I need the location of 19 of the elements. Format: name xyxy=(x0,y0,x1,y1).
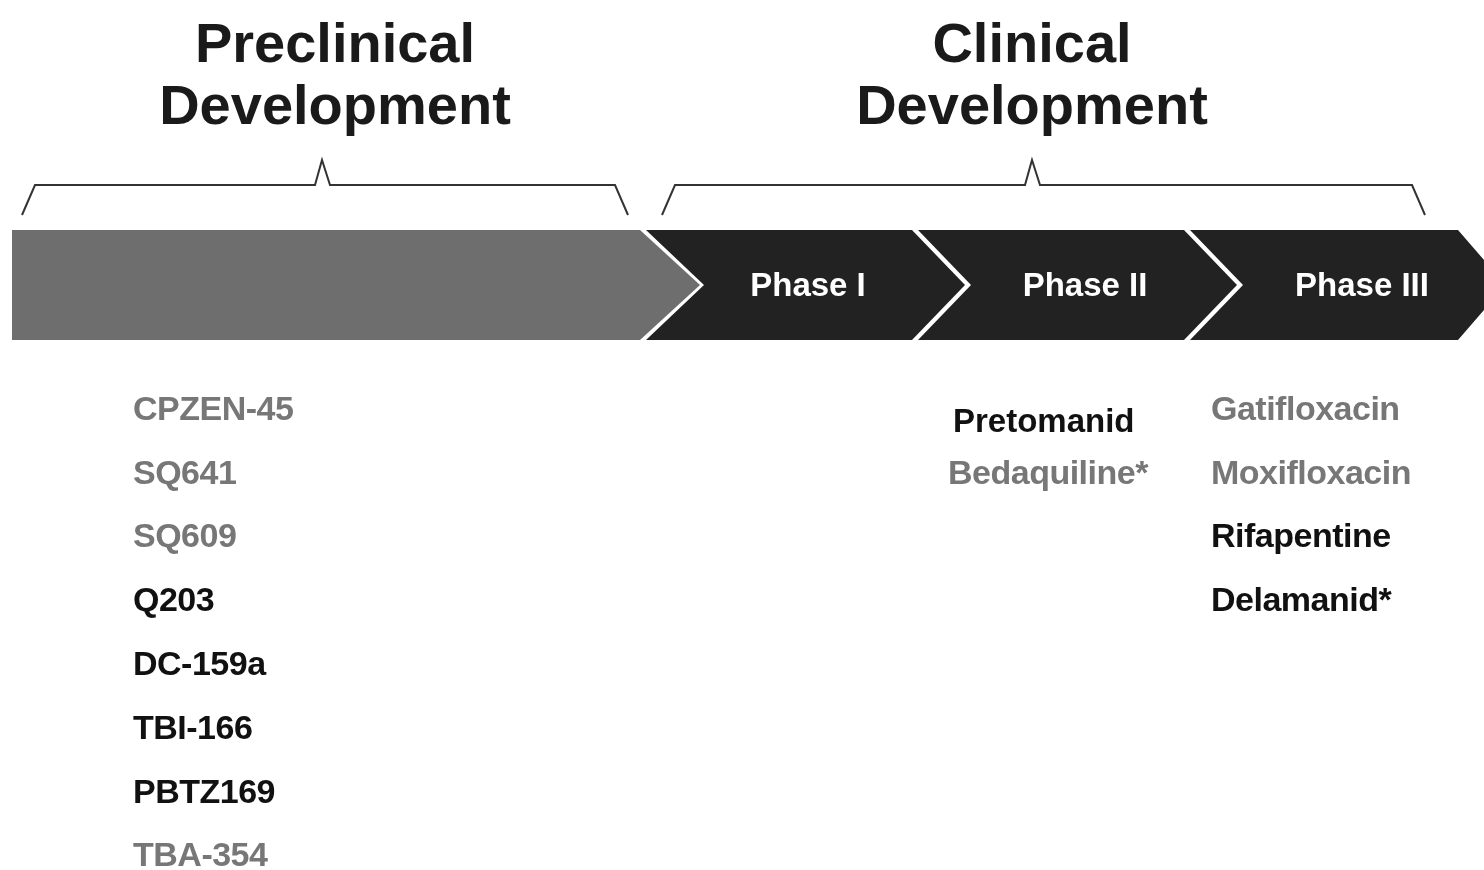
drug-name: Delamanid* xyxy=(1211,579,1392,619)
stage-heading: Preclinical Development xyxy=(158,12,512,136)
drug-name: Rifapentine xyxy=(1211,515,1391,555)
drug-name: PBTZ169 xyxy=(133,771,275,811)
drug-name: SQ609 xyxy=(133,515,237,555)
drug-name: Q203 xyxy=(133,579,215,619)
drug-name: TBA-354 xyxy=(133,834,268,870)
drug-name: DC-159a xyxy=(133,643,266,683)
phase-label: Phase III xyxy=(1295,266,1429,304)
drug-name: CPZEN-45 xyxy=(133,388,294,428)
drug-name: Moxifloxacin xyxy=(1211,452,1411,492)
phase-label: Phase II xyxy=(1022,266,1148,304)
drug-name: TBI-166 xyxy=(133,707,253,747)
drug-name: SQ641 xyxy=(133,452,237,492)
stage-heading: Clinical Development xyxy=(855,12,1209,136)
drug-name: Bedaquiline* xyxy=(948,452,1148,492)
drug-name: Pretomanid xyxy=(953,402,1135,440)
drug-name: Gatifloxacin xyxy=(1211,388,1400,428)
phase-label: Phase I xyxy=(750,266,866,304)
